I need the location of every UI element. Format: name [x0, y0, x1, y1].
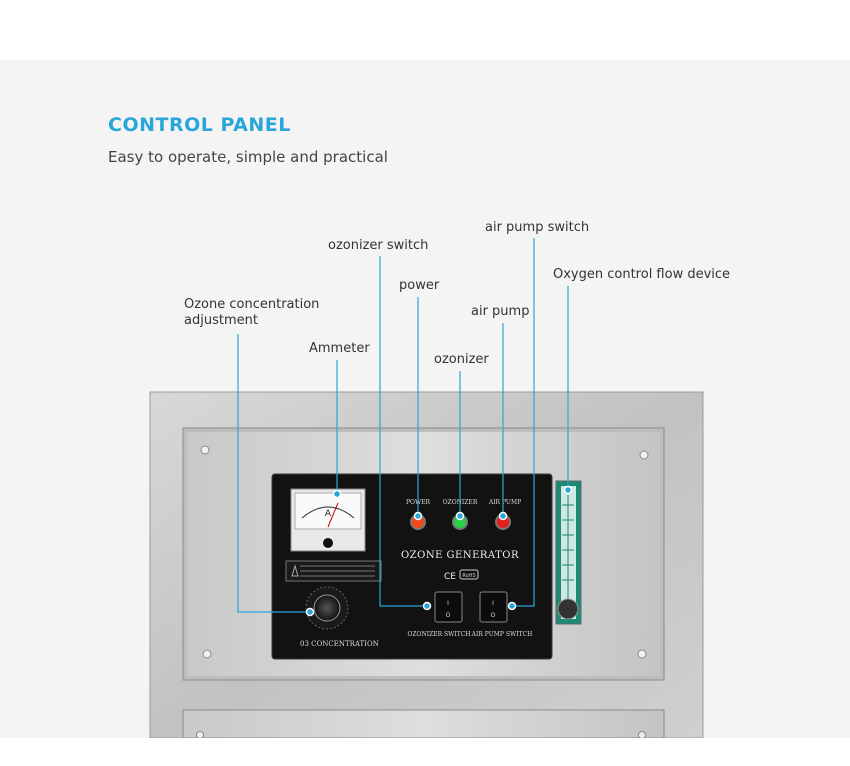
ozone-generator-illustration: A 03 CONCENTRATION POWER OZONIZER AIR PU…	[149, 238, 704, 738]
ozonizer-switch	[434, 591, 463, 623]
bottom-band	[0, 738, 850, 766]
air-pump-switch	[479, 591, 508, 623]
indicator-air-pump-label: AIR PUMP	[488, 499, 521, 506]
switch-mark: I	[492, 600, 494, 607]
ammeter-unit: A	[325, 509, 332, 519]
screw	[637, 649, 647, 659]
concentration-label: 03 CONCENTRATION	[300, 640, 379, 648]
rohs-mark: RoHS	[462, 573, 475, 579]
switch-mark: O	[446, 612, 451, 619]
switch-mark: O	[491, 612, 496, 619]
label-air-pump-switch: air pump switch	[485, 220, 590, 235]
lower-plate	[182, 709, 665, 738]
leader-lines	[237, 238, 569, 613]
screw	[202, 649, 212, 659]
screw	[196, 731, 204, 738]
switch-mark: I	[447, 600, 449, 607]
screw	[639, 450, 649, 460]
air-pump-switch-label: AIR PUMP SWITCH	[471, 631, 533, 638]
panel-name: OZONE GENERATOR	[401, 550, 519, 561]
label-ozone-concentration-adjustment: Ozone concentration adjustment	[184, 297, 320, 328]
ce-mark: CE	[444, 572, 456, 582]
flow-meter-knob	[557, 598, 579, 620]
top-band	[0, 0, 850, 60]
section-title: CONTROL PANEL	[108, 114, 291, 136]
rohs-mark-frame	[459, 569, 479, 580]
section-subtitle: Easy to operate, simple and practical	[108, 148, 388, 166]
screw	[200, 445, 210, 455]
concentration-knob	[313, 594, 341, 622]
label-air-pump: air pump	[471, 304, 530, 319]
label-ozonizer-switch: ozonizer switch	[328, 238, 429, 253]
screw	[638, 731, 646, 738]
label-ammeter: Ammeter	[309, 341, 370, 356]
label-oxygen-control-flow-device: Oxygen control flow device	[553, 267, 731, 282]
ozonizer-switch-label: OZONIZER SWITCH	[407, 631, 470, 638]
label-power: power	[399, 278, 440, 293]
label-ozonizer: ozonizer	[434, 352, 489, 367]
